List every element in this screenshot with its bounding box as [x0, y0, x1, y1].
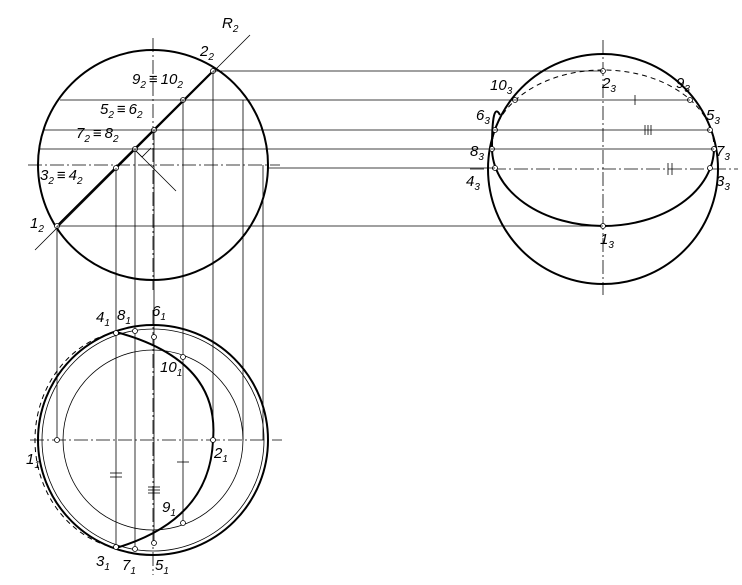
label-1-front: 12 — [30, 215, 44, 235]
front-view — [28, 34, 280, 290]
point-2-top — [210, 437, 216, 443]
label-3-4-front: 32≡42 — [40, 167, 83, 187]
section-ellipse-hidden — [491, 69, 715, 149]
label-6-top: 61 — [152, 303, 166, 323]
point-8-top — [132, 328, 138, 334]
point-5-top — [151, 540, 157, 546]
point-10-top — [180, 354, 186, 360]
label-5-side: 53 — [706, 107, 720, 127]
label-4-side: 43 — [466, 173, 480, 193]
label-5-top: 51 — [155, 557, 169, 577]
label-7-top: 71 — [122, 557, 136, 577]
label-1-side: 13 — [600, 231, 614, 251]
plane-label: R2 — [222, 15, 239, 35]
label-8-top: 81 — [117, 307, 131, 327]
label-10-side: 103 — [490, 77, 513, 97]
point-3-top — [113, 544, 119, 550]
label-7-side: 73 — [716, 143, 730, 163]
label-4-top: 41 — [96, 309, 110, 329]
point-6-top — [151, 334, 157, 340]
label-10-top: 101 — [160, 359, 182, 379]
section-ellipse-hidden-plan — [34, 331, 117, 549]
point-3-side — [707, 165, 713, 171]
label-3-side: 33 — [716, 173, 730, 193]
label-6-side: 63 — [476, 107, 490, 127]
plane-r-trace — [34, 34, 251, 251]
point-9-top — [180, 520, 186, 526]
label-8-side: 83 — [470, 143, 484, 163]
label-1-top: 11 — [26, 451, 40, 471]
label-9-side: 93 — [676, 75, 690, 95]
top-view — [30, 310, 282, 575]
label-2-top: 21 — [213, 445, 228, 465]
label-9-top: 91 — [162, 499, 176, 519]
label-5-6-front: 52≡62 — [100, 101, 143, 121]
label-9-10-front: 92≡102 — [132, 71, 183, 91]
label-3-top: 31 — [96, 553, 110, 573]
label-2-side: 23 — [601, 75, 616, 95]
point-1-top — [54, 437, 60, 443]
point-4-top — [113, 330, 119, 336]
horizontal-projection-lines — [40, 70, 714, 227]
label-2-front: 22 — [199, 43, 214, 63]
point-7-top — [132, 546, 138, 552]
label-7-8-front: 72≡82 — [76, 125, 119, 145]
ellipse-left-arc — [491, 110, 501, 149]
